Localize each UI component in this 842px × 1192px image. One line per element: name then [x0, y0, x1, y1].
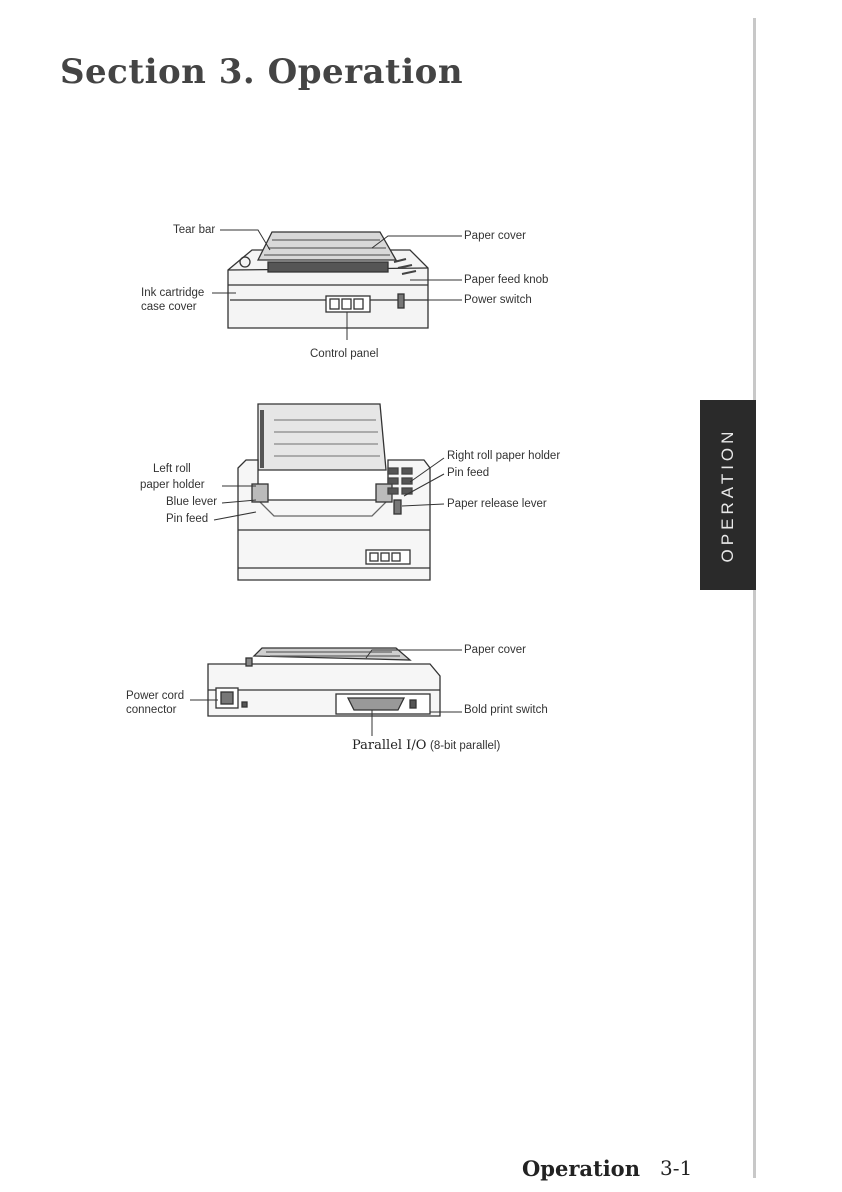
label-case-cover: case cover	[141, 301, 197, 313]
label-blue-lever: Blue lever	[166, 496, 218, 508]
label-parallel-io: Parallel I/O	[352, 738, 427, 753]
label-ink-cartridge: Ink cartridge	[141, 287, 205, 299]
label-connector: connector	[126, 704, 177, 716]
label-paper-feed-knob: Paper feed knob	[464, 274, 549, 286]
page-title: Section 3. Operation	[60, 52, 464, 92]
label-control-panel: Control panel	[310, 348, 379, 360]
page-edge-rule	[753, 18, 756, 1178]
label-paper-cover: Paper cover	[464, 230, 527, 242]
label-pin-feed-right: Pin feed	[447, 467, 490, 479]
footer-page-number: 3-1	[660, 1156, 693, 1180]
label-pin-feed-left: Pin feed	[166, 513, 209, 525]
label-left-roll: Left roll	[153, 463, 191, 475]
label-bold-print-switch: Bold print switch	[464, 704, 548, 716]
label-paper-release-lever: Paper release lever	[447, 498, 547, 510]
label-power-cord: Power cord	[126, 690, 185, 702]
label-tear-bar: Tear bar	[173, 224, 216, 236]
label-parallel-io-note: (8-bit parallel)	[430, 740, 501, 752]
label-paper-cover-rear: Paper cover	[464, 644, 527, 656]
section-thumb-tab: OPERATION	[700, 400, 756, 590]
label-power-switch: Power switch	[464, 294, 532, 306]
label-paper-holder: paper holder	[140, 479, 205, 491]
label-right-roll-holder: Right roll paper holder	[447, 450, 561, 462]
footer-section-name: Operation	[522, 1156, 640, 1181]
